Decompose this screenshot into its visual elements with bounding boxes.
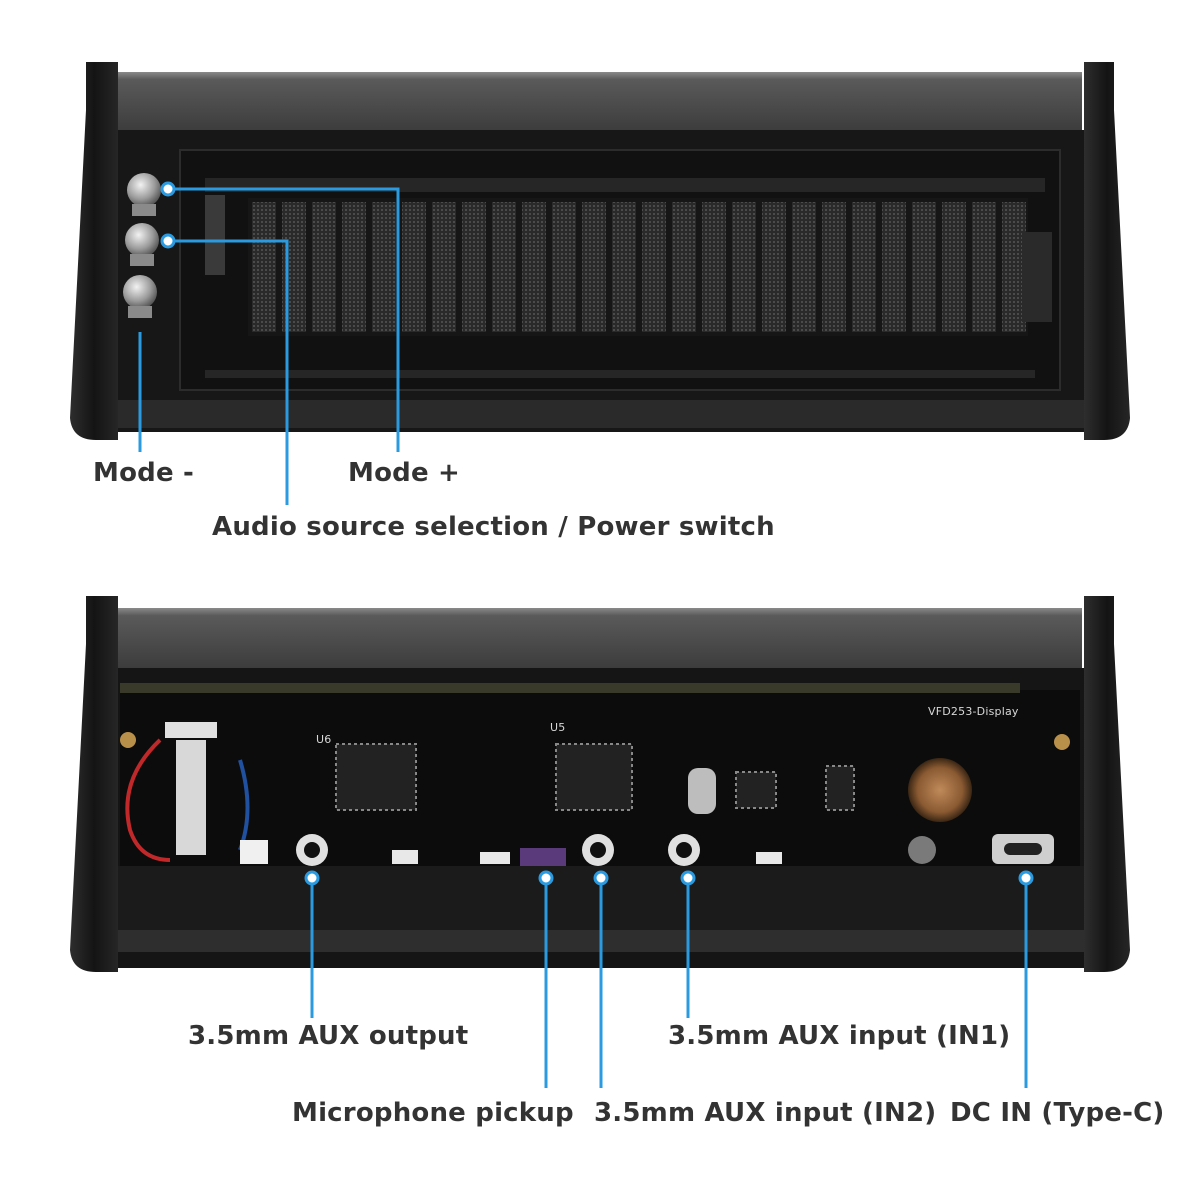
label-mode-plus: Mode + [348, 458, 461, 488]
button-mode-plus[interactable] [127, 173, 161, 216]
label-mode-minus: Mode - [93, 458, 195, 488]
chip-u6 [335, 743, 417, 811]
capacitor [908, 758, 972, 822]
top-device [70, 62, 1130, 440]
jack-aux-in2[interactable] [582, 834, 614, 866]
label-aux-in1: 3.5mm AUX input (IN1) [668, 1021, 1011, 1051]
glass-cover [118, 72, 1082, 135]
chip-label-u6: U6 [316, 733, 332, 746]
label-aux-in2: 3.5mm AUX input (IN2) [594, 1098, 937, 1128]
bottom-callouts [304, 870, 1034, 1088]
top-callouts [138, 181, 400, 505]
usb-c-port[interactable] [992, 834, 1054, 864]
chip-label-u5: U5 [550, 721, 566, 734]
vfd-display [248, 198, 1028, 336]
left-end-cap [70, 62, 118, 440]
button-mode-minus[interactable] [123, 275, 157, 318]
label-aux-output: 3.5mm AUX output [188, 1021, 469, 1051]
label-audio-source: Audio source selection / Power switch [212, 512, 775, 542]
label-microphone: Microphone pickup [292, 1098, 574, 1128]
jack-aux-output[interactable] [296, 834, 328, 866]
button-audio-source[interactable] [125, 223, 159, 266]
right-end-cap [1084, 62, 1130, 440]
label-dc-in: DC IN (Type-C) [950, 1098, 1165, 1128]
jack-aux-in1[interactable] [668, 834, 700, 866]
chip-u5 [555, 743, 633, 811]
glass-cover-rear [118, 608, 1082, 672]
board-silkscreen: VFD253-Display [928, 705, 1019, 718]
